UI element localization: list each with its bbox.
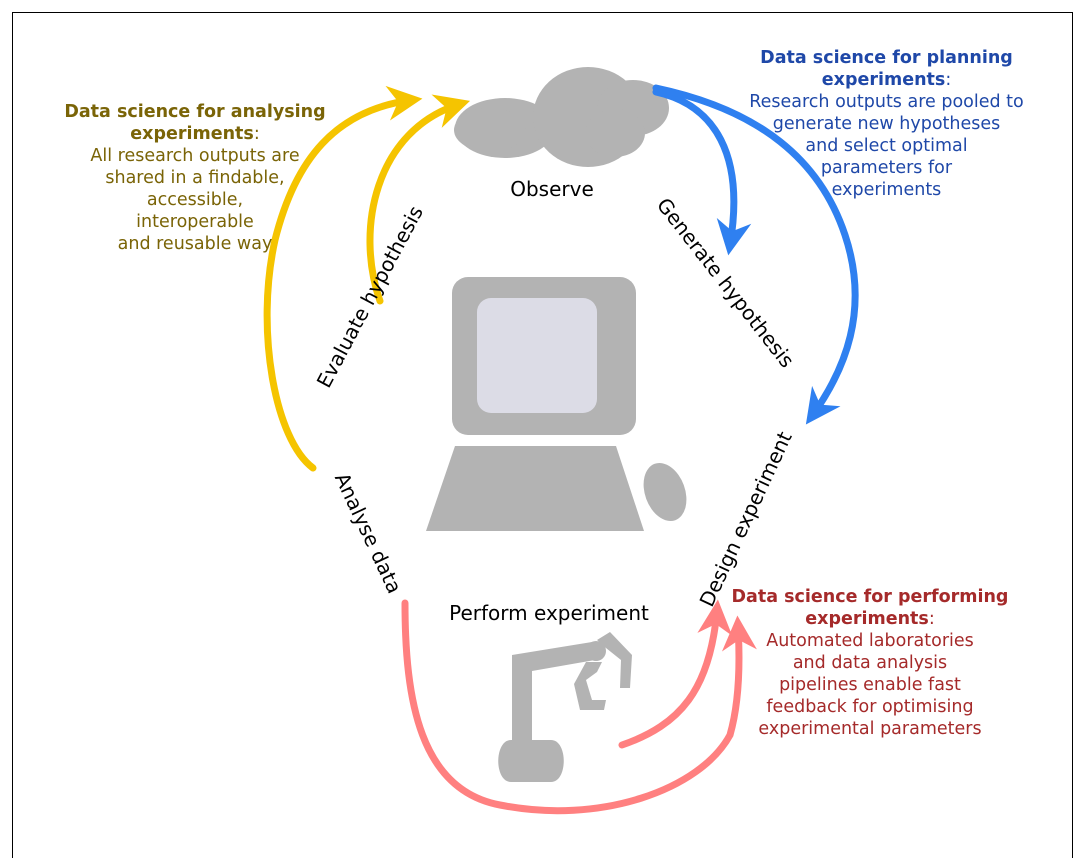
blue-outer-arc (652, 84, 859, 425)
pink-inner-arc (618, 599, 733, 749)
yellow-inner-arc (366, 94, 471, 305)
panel-analysing-line: and reusable way (117, 234, 273, 254)
label-observe: Observe (510, 177, 594, 201)
panel-performing-line: pipelines enable fast (779, 675, 961, 695)
panel-analysing-line: accessible, (146, 190, 244, 210)
panel-planning: Data science for planning experiments: R… (724, 47, 1049, 201)
panel-analysing-colon: : (253, 124, 260, 144)
panel-performing-line: and data analysis (792, 653, 948, 673)
label-generate-hypothesis: Generate hypothesis (652, 193, 799, 372)
label-analyse-data: Analyse data (330, 469, 407, 597)
label-design-experiment: Design experiment (695, 428, 797, 611)
panel-analysing-title: Data science for analysing experiments: (55, 101, 335, 145)
panel-performing-line: experimental parameters (758, 719, 982, 739)
panel-performing-line: Automated laboratories (766, 631, 974, 651)
panel-analysing-line: All research outputs are (90, 146, 300, 166)
blue-inner-arc (652, 88, 752, 256)
panel-planning-title-text: Data science for planning experiments (760, 48, 1013, 90)
panel-performing-title-text: Data science for performing experiments (731, 587, 1009, 629)
figure-frame (12, 12, 1073, 858)
panel-planning-line: Research outputs are pooled to (749, 92, 1024, 112)
panel-planning-colon: : (945, 70, 952, 90)
panel-performing-colon: : (928, 609, 935, 629)
panel-performing-line: feedback for optimising (766, 697, 974, 717)
cloud-icon (454, 67, 669, 167)
yellow-outer-arc (263, 85, 423, 472)
panel-analysing: Data science for analysing experiments: … (55, 101, 335, 255)
label-perform-experiment: Perform experiment (449, 601, 649, 625)
pink-outer-arc (401, 599, 757, 815)
panel-analysing-line: interoperable (136, 212, 254, 232)
panel-performing: Data science for performing experiments:… (705, 586, 1035, 740)
computer-icon (426, 277, 687, 531)
panel-planning-line: parameters for (820, 158, 953, 178)
analysing-arrows (263, 85, 471, 472)
performing-arrows (401, 599, 757, 815)
panel-planning-line: and select optimal (805, 136, 968, 156)
panel-planning-line: generate new hypotheses (772, 114, 1001, 134)
panel-analysing-line: shared in a findable, (105, 168, 285, 188)
panel-performing-title: Data science for performing experiments: (705, 586, 1035, 630)
planning-arrows (652, 84, 859, 425)
panel-planning-title: Data science for planning experiments: (724, 47, 1049, 91)
panel-analysing-title-text: Data science for analysing experiments (64, 102, 326, 144)
robot-arm-icon (498, 632, 632, 782)
panel-planning-line: experiments (831, 180, 942, 200)
